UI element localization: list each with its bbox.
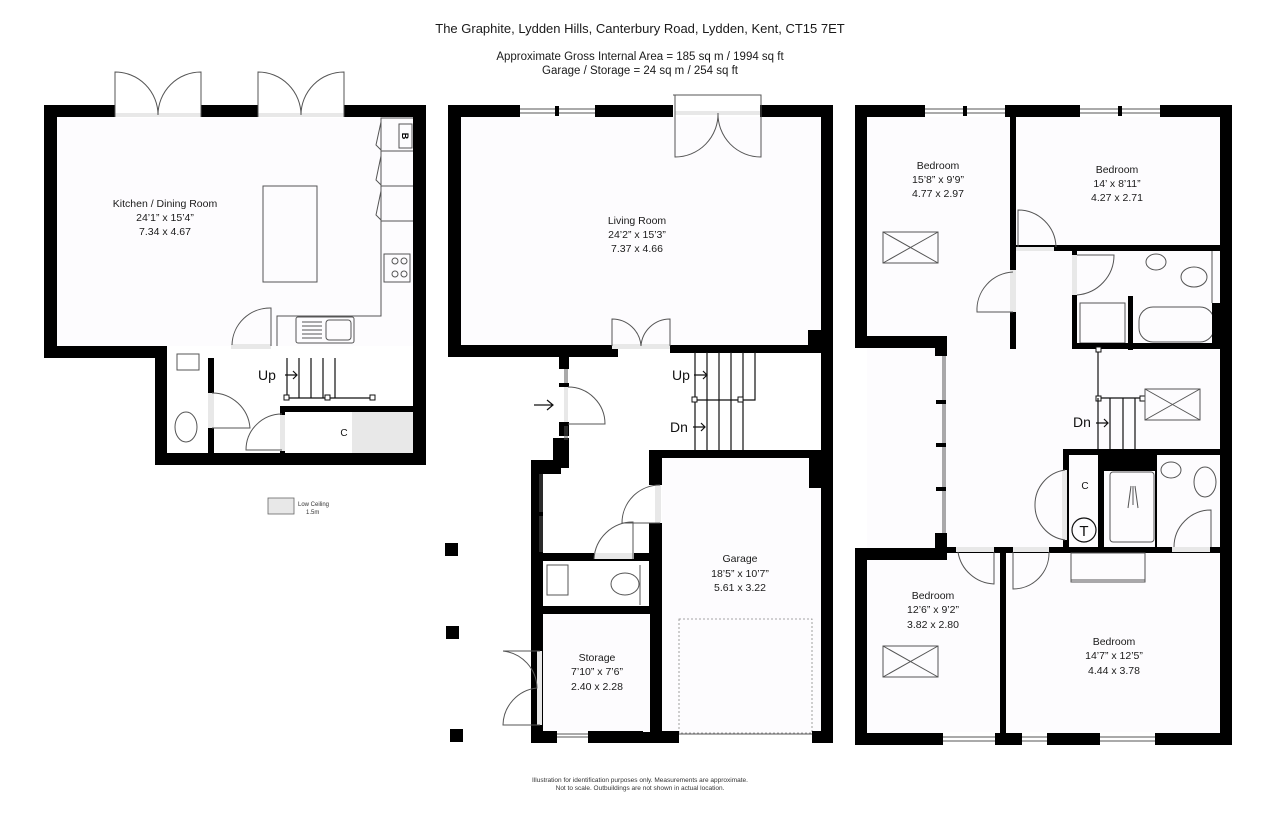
tank-label: T bbox=[1079, 523, 1088, 540]
bedroom4-imperial: 14’7” x 12’5” bbox=[1085, 650, 1143, 662]
garage-storage-area: Garage / Storage = 24 sq m / 254 sq ft bbox=[542, 65, 738, 77]
disclaimer: Illustration for identification purposes… bbox=[0, 777, 1280, 793]
disclaimer-line-1: Illustration for identification purposes… bbox=[532, 777, 748, 784]
outbuilding-post bbox=[446, 626, 459, 639]
bedroom1-name: Bedroom bbox=[917, 160, 960, 172]
storage-imperial: 7’10” x 7’6” bbox=[571, 666, 623, 678]
living-room-name: Living Room bbox=[608, 215, 667, 227]
stairs-up-down: Up Dn bbox=[670, 352, 756, 452]
disclaimer-line-2: Not to scale. Outbuildings are not shown… bbox=[555, 785, 725, 792]
first-floor-plan: Dn T C bbox=[855, 104, 1232, 746]
living-room-metric: 7.37 x 4.66 bbox=[611, 243, 663, 255]
low-ceiling-swatch bbox=[267, 497, 295, 515]
kitchen-metric: 7.34 x 4.67 bbox=[139, 226, 191, 238]
bedroom4-name: Bedroom bbox=[1093, 636, 1136, 648]
outbuilding-post bbox=[445, 543, 458, 556]
garage-metric: 5.61 x 3.22 bbox=[714, 582, 766, 594]
boiler-label: B bbox=[400, 133, 410, 140]
stairs-up: Up bbox=[258, 358, 376, 401]
storage-metric: 2.40 x 2.28 bbox=[571, 681, 623, 693]
stairs-down-label: Dn bbox=[1073, 414, 1091, 430]
low-ceiling-area bbox=[352, 412, 413, 453]
low-ceiling-label: Low Ceiling bbox=[298, 502, 329, 508]
ground-floor-plan: Up Dn Living Room 24’2 bbox=[448, 94, 833, 743]
bedroom1-metric: 4.77 x 2.97 bbox=[912, 188, 964, 200]
lower-floor-plan: B Up C bbox=[44, 71, 426, 465]
stairs-up-label: Up bbox=[258, 367, 276, 383]
bedroom1-imperial: 15’8” x 9’9” bbox=[912, 174, 964, 186]
low-ceiling-value: 1.5m bbox=[306, 510, 319, 516]
bedroom3-name: Bedroom bbox=[912, 590, 955, 602]
bedroom4-metric: 4.44 x 3.78 bbox=[1088, 665, 1140, 677]
tank-icon bbox=[1071, 517, 1097, 543]
outbuilding-post bbox=[450, 729, 463, 742]
bedroom2-imperial: 14’ x 8’11” bbox=[1093, 178, 1141, 190]
garage-door-outline bbox=[678, 618, 813, 734]
cupboard-label: C bbox=[340, 428, 347, 439]
stairs-down: Dn bbox=[1073, 346, 1201, 449]
bedroom3-metric: 3.82 x 2.80 bbox=[907, 619, 959, 631]
garage-imperial: 18’5” x 10’7” bbox=[711, 568, 769, 580]
bedroom2-name: Bedroom bbox=[1096, 164, 1139, 176]
legend-low-ceiling: Low Ceiling 1.5m bbox=[267, 497, 329, 516]
bedroom3-imperial: 12’6” x 9’2” bbox=[907, 604, 959, 616]
stairs-down-label: Dn bbox=[670, 419, 688, 435]
cupboard-label: C bbox=[1081, 481, 1088, 492]
stairs-up-label: Up bbox=[672, 367, 690, 383]
bedroom2-metric: 4.27 x 2.71 bbox=[1091, 192, 1143, 204]
gross-internal-area: Approximate Gross Internal Area = 185 sq… bbox=[496, 51, 784, 63]
kitchen-island bbox=[262, 185, 318, 283]
living-room-imperial: 24’2” x 15’3” bbox=[608, 229, 666, 241]
kitchen-name: Kitchen / Dining Room bbox=[113, 198, 218, 210]
property-address-title: The Graphite, Lydden Hills, Canterbury R… bbox=[435, 21, 845, 36]
storage-name: Storage bbox=[579, 652, 616, 664]
kitchen-imperial: 24’1” x 15’4” bbox=[136, 212, 194, 224]
garage-name: Garage bbox=[722, 553, 757, 565]
